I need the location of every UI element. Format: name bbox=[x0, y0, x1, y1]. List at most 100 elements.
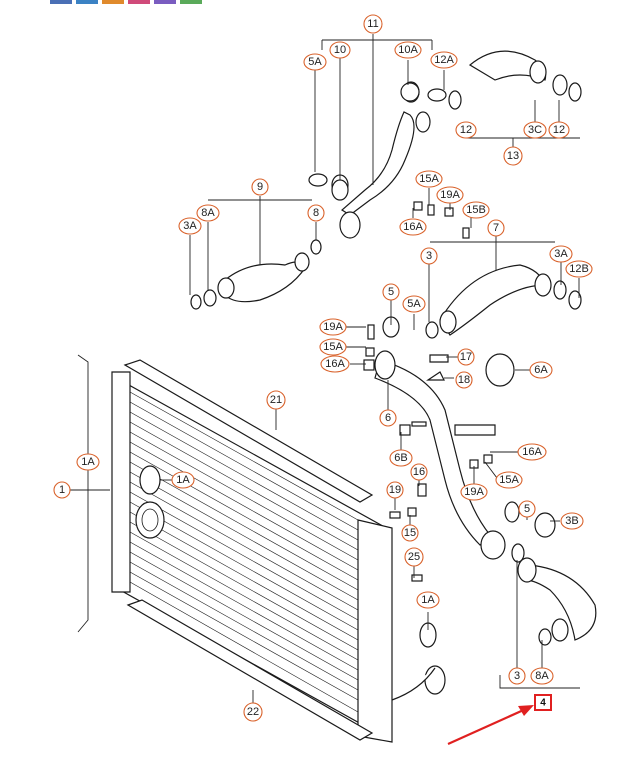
callout-label: 16 bbox=[413, 466, 425, 478]
callout-label: 8A bbox=[535, 670, 549, 682]
callout-5A-top: 5A bbox=[303, 53, 327, 71]
callout-label: 1 bbox=[59, 484, 65, 496]
callout-6A: 6A bbox=[529, 361, 553, 379]
callout-15A-mid: 15A bbox=[319, 338, 347, 356]
callout-label: 5A bbox=[407, 298, 421, 310]
callout-label: 16A bbox=[522, 446, 542, 458]
callout-label: 10 bbox=[334, 44, 346, 56]
callout-7: 7 bbox=[487, 219, 505, 237]
callout-21: 21 bbox=[266, 390, 286, 410]
callout-10A: 10A bbox=[394, 41, 422, 59]
intercooler-radiator bbox=[111, 359, 446, 743]
pipe-11 bbox=[308, 81, 447, 239]
callout-15A-right: 15A bbox=[495, 471, 523, 489]
callout-label: 9 bbox=[257, 181, 263, 193]
callout-19A-right: 19A bbox=[460, 483, 488, 501]
swatch-1 bbox=[50, 0, 72, 4]
callout-17: 17 bbox=[457, 348, 475, 366]
pipe-6 bbox=[374, 350, 515, 546]
callout-3-mid: 3 bbox=[420, 247, 438, 265]
callout-15B: 15B bbox=[462, 201, 490, 219]
callout-1A-center: 1A bbox=[171, 471, 195, 489]
callout-label: 10A bbox=[398, 44, 418, 56]
callout-6: 6 bbox=[379, 409, 397, 427]
toolbar-color-swatches bbox=[50, 0, 202, 4]
highlighted-part-label: 4 bbox=[540, 698, 546, 709]
callout-25: 25 bbox=[404, 547, 424, 567]
callout-label: 19 bbox=[389, 484, 401, 496]
hose-13 bbox=[448, 50, 582, 110]
callout-19A-mid: 19A bbox=[319, 318, 347, 336]
callout-label: 3B bbox=[565, 515, 578, 527]
callout-5-mid: 5 bbox=[382, 283, 400, 301]
callout-label: 25 bbox=[408, 551, 420, 563]
callout-label: 1A bbox=[176, 474, 190, 486]
callout-label: 3 bbox=[514, 670, 520, 682]
callout-label: 3A bbox=[554, 248, 568, 260]
radiator-fins bbox=[129, 391, 359, 713]
callout-label: 11 bbox=[367, 18, 378, 30]
callout-label: 3A bbox=[183, 220, 197, 232]
callout-8: 8 bbox=[307, 204, 325, 222]
callout-12-b: 12 bbox=[548, 121, 570, 139]
callout-label: 16A bbox=[403, 221, 423, 233]
callout-18: 18 bbox=[455, 371, 473, 389]
callout-label: 7 bbox=[493, 222, 499, 234]
callout-5-right: 5 bbox=[518, 500, 536, 518]
callout-label: 15A bbox=[323, 341, 343, 353]
callout-8A-left: 8A bbox=[196, 204, 220, 222]
callout-16A-mid: 16A bbox=[320, 355, 350, 373]
callout-12-a: 12 bbox=[455, 121, 477, 139]
callout-label: 12B bbox=[569, 263, 589, 275]
callout-11: 11 bbox=[363, 14, 383, 34]
callout-label: 17 bbox=[460, 351, 472, 363]
callout-12A: 12A bbox=[430, 51, 458, 69]
leader-lines bbox=[70, 34, 580, 710]
swatch-6 bbox=[180, 0, 202, 4]
hose-7 bbox=[425, 264, 582, 339]
callout-1: 1 bbox=[53, 481, 71, 499]
callout-19A-top: 19A bbox=[436, 186, 464, 204]
callout-3-bottom: 3 bbox=[508, 667, 526, 685]
callout-label: 8A bbox=[201, 207, 215, 219]
callout-3C: 3C bbox=[523, 121, 547, 139]
callout-1A-bottom: 1A bbox=[416, 591, 440, 609]
callout-label: 6B bbox=[394, 452, 407, 464]
callout-label: 3C bbox=[528, 124, 542, 136]
callout-5A-mid: 5A bbox=[402, 295, 426, 313]
callout-label: 12 bbox=[553, 124, 565, 136]
callout-10: 10 bbox=[329, 41, 351, 59]
callout-label: 15B bbox=[466, 204, 486, 216]
callout-label: 5 bbox=[388, 286, 394, 298]
callout-label: 21 bbox=[270, 394, 282, 406]
callout-label: 18 bbox=[458, 374, 470, 386]
callout-label: 15A bbox=[499, 474, 519, 486]
callout-12B: 12B bbox=[565, 260, 593, 278]
callout-label: 19A bbox=[440, 189, 460, 201]
callout-13: 13 bbox=[503, 146, 523, 166]
callout-label: 16A bbox=[325, 358, 345, 370]
callout-label: 1A bbox=[81, 456, 95, 468]
callout-16A-right: 16A bbox=[517, 443, 547, 461]
callout-16A-top: 16A bbox=[399, 218, 427, 236]
callout-8A-bottom: 8A bbox=[530, 667, 554, 685]
callout-label: 12 bbox=[460, 124, 472, 136]
callout-label: 12A bbox=[434, 54, 454, 66]
callout-label: 5 bbox=[524, 503, 530, 515]
swatch-3 bbox=[102, 0, 124, 4]
callout-3A-right: 3A bbox=[549, 245, 573, 263]
callout-label: 3 bbox=[426, 250, 432, 262]
callout-label: 5A bbox=[308, 56, 322, 68]
callout-9: 9 bbox=[251, 178, 269, 196]
swatch-5 bbox=[154, 0, 176, 4]
callout-label: 1A bbox=[421, 594, 435, 606]
highlighted-part-4: 4 bbox=[534, 694, 552, 711]
callout-label: 22 bbox=[247, 706, 259, 718]
callout-label: 6 bbox=[385, 412, 391, 424]
callout-label: 19A bbox=[323, 321, 343, 333]
callout-6B: 6B bbox=[389, 449, 413, 467]
callout-label: 19A bbox=[464, 486, 484, 498]
callout-label: 15A bbox=[419, 173, 439, 185]
callout-15: 15 bbox=[401, 524, 419, 542]
